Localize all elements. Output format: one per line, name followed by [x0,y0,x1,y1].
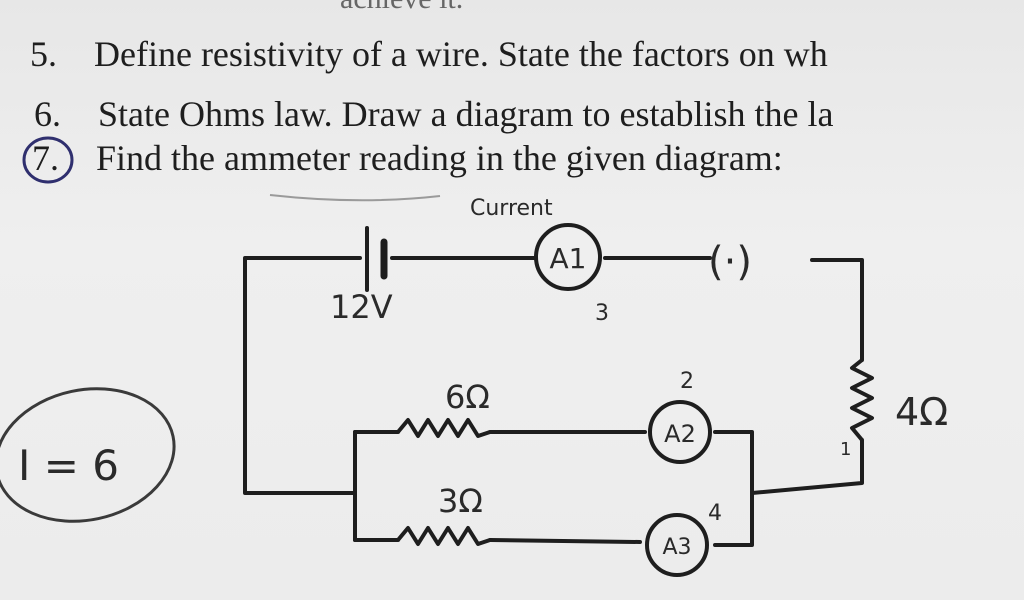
cut-off-heading: achieve it. [340,0,463,16]
pencil-underline [269,194,441,202]
ammeter-label: A2 [664,420,696,448]
wire-resistor-junction [750,438,864,495]
question-text: Define resistivity of a wire. State the … [94,34,828,74]
resistor-3-ohm [396,526,491,546]
question-text: Find the ammeter reading in the given di… [96,138,783,178]
circled-number-mark [22,136,74,184]
wire-key-resistor [810,258,864,362]
question-number: 6. [34,94,61,134]
wire-right-junction [713,430,754,547]
battery-symbol [365,226,388,292]
wire-branch2-right [488,538,642,544]
pencil-note-r4: 1 [840,439,851,460]
resistor-label-4: 4Ω [895,390,948,434]
resistor-label-3: 3Ω [438,482,483,520]
question-5: 5. Define resistivity of a wire. State th… [30,36,828,72]
resistor-6-ohm [396,418,491,438]
question-7: 7. Find the ammeter reading in the given … [32,140,783,176]
key-symbol: (·) [708,239,752,285]
ammeter-a1: A1 [534,223,602,291]
ammeter-a2: A2 [648,400,712,464]
answer-text: I = 6 [18,441,119,490]
pencil-note-a1: 3 [595,301,609,326]
ammeter-a3: A3 [645,513,709,577]
question-text: State Ohms law. Draw a diagram to establ… [98,94,834,134]
question-number: 7. [32,138,59,178]
ammeter-label: A1 [550,242,587,275]
answer-circle [0,387,176,523]
resistor-4-ohm [850,358,874,442]
wire-left [243,256,362,495]
question-number: 5. [30,34,57,74]
question-6: 6. State Ohms law. Draw a diagram to esta… [34,96,833,132]
pencil-note-a3: 4 [708,501,722,526]
pencil-note-current: Current [470,196,553,221]
resistor-label-6: 6Ω [445,378,490,416]
pencil-note-a2: 2 [680,369,694,394]
battery-label: 12V [330,288,393,326]
ammeter-label: A3 [662,535,691,560]
